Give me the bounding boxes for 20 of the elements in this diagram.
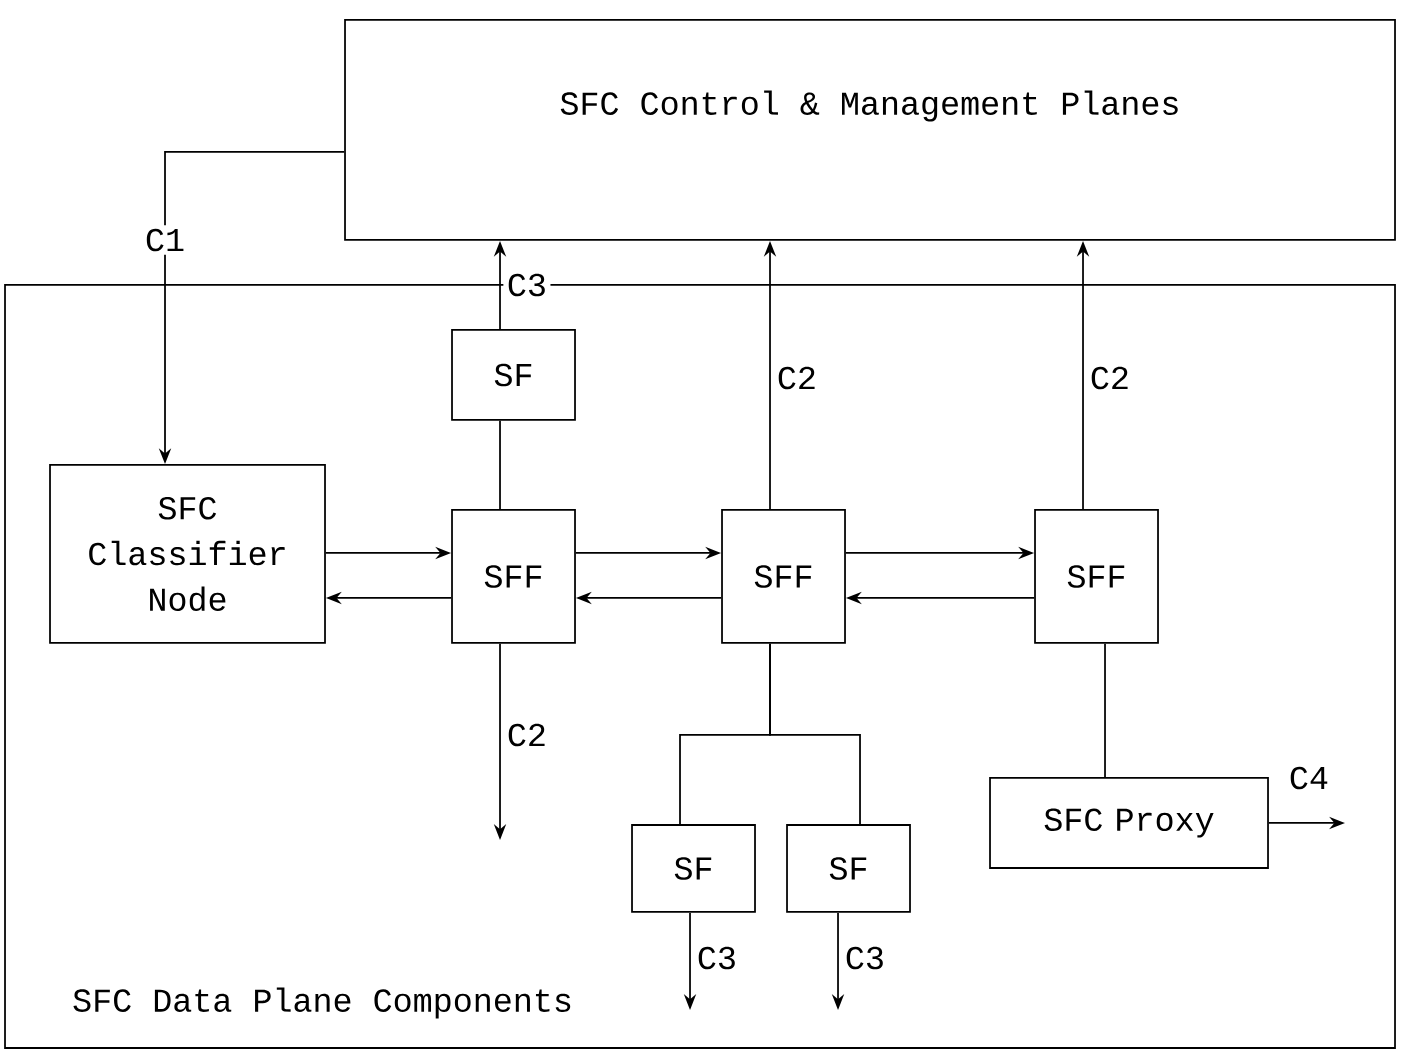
edge-label: C4 — [1285, 763, 1333, 793]
edge-label: C2 — [773, 363, 821, 393]
connector-line — [1104, 643, 1106, 778]
connector-line — [769, 643, 861, 825]
proxy-box: SFC Proxy — [989, 777, 1269, 869]
classifier-box: SFC Classifier Node — [49, 464, 326, 644]
function-box: SF — [786, 824, 911, 913]
forwarder-box: SFF — [721, 509, 846, 644]
edge-label: C3 — [503, 270, 551, 300]
connector-line — [499, 420, 501, 510]
edge-label: C1 — [141, 225, 189, 255]
function-box: SF — [631, 824, 756, 913]
edge-label: C2 — [1086, 363, 1134, 393]
edge-label: C2 — [503, 720, 551, 750]
forwarder-box: SFF — [1034, 509, 1159, 644]
edge-label: C3 — [693, 943, 741, 973]
control-plane-box: SFC Control & Management Planes — [344, 19, 1396, 241]
edge-label: C3 — [841, 943, 889, 973]
function-box: SF — [451, 329, 576, 421]
forwarder-box: SFF — [451, 509, 576, 644]
